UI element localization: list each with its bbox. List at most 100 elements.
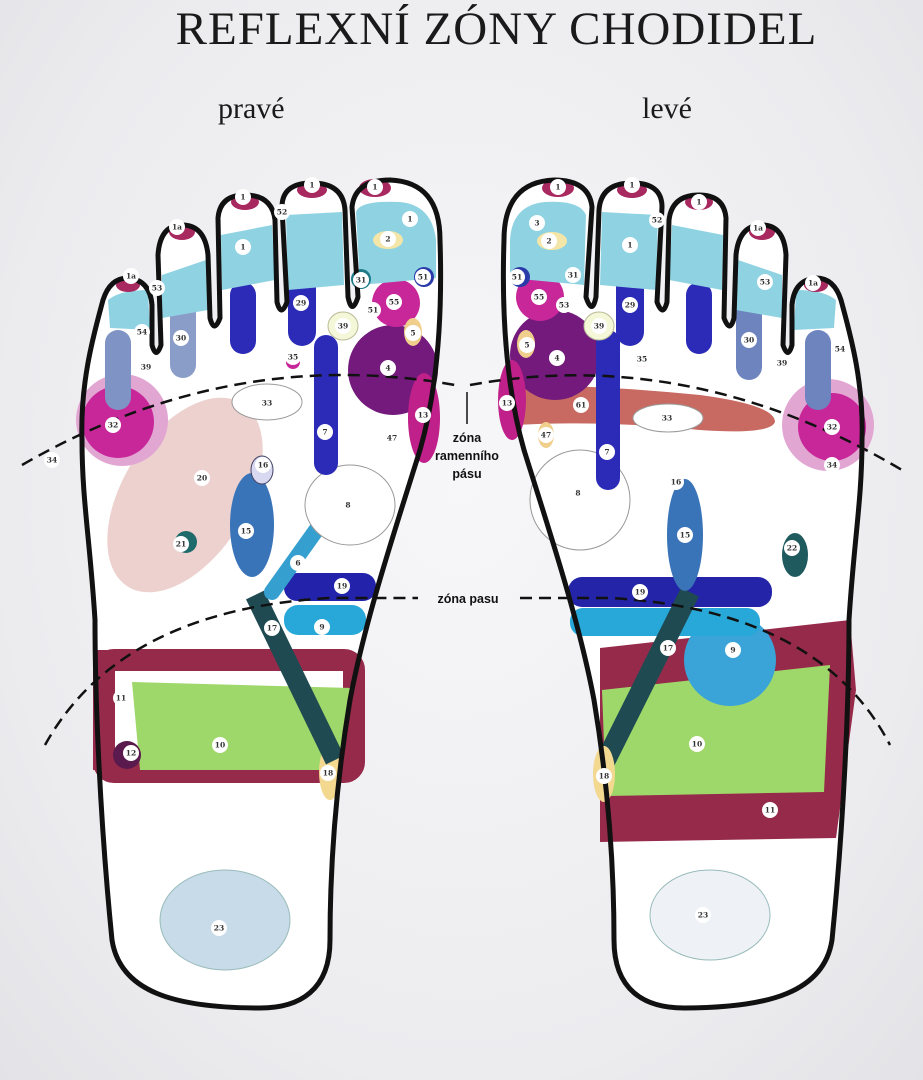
zone-label: 35: [634, 351, 650, 367]
zone-toe5: [794, 290, 836, 330]
zone-label-marker: [622, 237, 638, 253]
zone-label-marker: [549, 350, 565, 366]
zone-number: 30: [744, 336, 754, 345]
zone-label: 35: [285, 349, 301, 365]
zone-label-marker: [113, 690, 129, 706]
zone-label: 23: [695, 907, 711, 923]
zone-number: 29: [625, 301, 635, 310]
zone-label-marker: [317, 424, 333, 440]
zone-label: 17: [660, 640, 676, 656]
zone-label: 32: [105, 417, 121, 433]
zone-label-marker: [353, 272, 369, 288]
zone-label: 16: [255, 457, 271, 473]
zone-17: [596, 587, 699, 767]
zone-label: 54: [832, 341, 848, 357]
zone-number: 20: [197, 474, 207, 483]
zone-number: 22: [787, 544, 797, 553]
zone-number: 1: [627, 241, 632, 250]
zone-number: 19: [337, 582, 347, 591]
shoulder-zone-line-left: [469, 374, 903, 472]
zone-label: 5: [405, 325, 421, 341]
zone-label: 1: [550, 179, 566, 195]
zone-label: 4: [380, 360, 396, 376]
zone-label: 47: [384, 430, 400, 446]
waist-zone-line-left: [520, 596, 892, 746]
zone-label: 52: [649, 212, 665, 228]
zone-number: 7: [604, 448, 609, 457]
zone-number: 1: [372, 183, 377, 192]
zone-number: 55: [389, 298, 399, 307]
zone-19: [284, 573, 376, 601]
zone-number: 17: [663, 644, 673, 653]
zone-label-marker: [415, 407, 431, 423]
zone-number: 1: [309, 181, 314, 190]
zone-label: 1a: [805, 275, 821, 291]
zone-label: 1: [367, 179, 383, 195]
zone-label: 11: [762, 802, 778, 818]
zone-number: 1: [696, 198, 701, 207]
shoulder-zone-label-3: pásu: [452, 467, 481, 481]
zone-number: 5: [524, 341, 529, 350]
zone-label: 31: [565, 267, 581, 283]
zone-number: 2: [385, 235, 390, 244]
zone-label-marker: [622, 297, 638, 313]
zone-label: 30: [741, 332, 757, 348]
zone-label: 1: [235, 239, 251, 255]
zone-label-marker: [677, 527, 693, 543]
zone-number: 30: [176, 334, 186, 343]
zone-label-marker: [784, 540, 800, 556]
zone-number: 31: [356, 276, 366, 285]
zone-number: 15: [241, 527, 251, 536]
zone-label: 53: [556, 297, 572, 313]
zone-label-marker: [695, 907, 711, 923]
zone-label-marker: [509, 269, 525, 285]
zone-number: 32: [108, 421, 118, 430]
zone-label-marker: [320, 765, 336, 781]
zone-toe5: [108, 290, 150, 330]
zone-54-area: [105, 330, 131, 410]
zone-label: 17: [264, 620, 280, 636]
zone-label-marker: [211, 920, 227, 936]
zone-label: 9: [314, 619, 330, 635]
zone-15: [230, 473, 274, 577]
zone-number: 47: [541, 431, 551, 440]
zone-label-marker: [235, 239, 251, 255]
zone-label: 1a: [750, 220, 766, 236]
zone-label-marker: [380, 231, 396, 247]
zone-label: 1a: [169, 219, 185, 235]
zone-label: 39: [138, 359, 154, 375]
zone-toe3: [669, 225, 723, 290]
zone-number: 16: [258, 461, 268, 470]
zone-label-marker: [659, 410, 675, 426]
zone-number: 34: [827, 461, 837, 470]
zone-number: 18: [323, 769, 333, 778]
zone-label-marker: [293, 295, 309, 311]
zone-number: 1a: [753, 224, 763, 233]
zone-label-marker: [365, 302, 381, 318]
zone-label-marker: [824, 457, 840, 473]
zone-10: [602, 665, 830, 796]
zone-number: 51: [418, 273, 428, 282]
zone-label: 21: [173, 536, 189, 552]
zone-number: 1a: [126, 272, 136, 281]
zone-label-marker: [565, 267, 581, 283]
zone-label-marker: [415, 269, 431, 285]
zone-label-marker: [632, 584, 648, 600]
zone-label-marker: [531, 289, 547, 305]
zone-label: 18: [596, 768, 612, 784]
zone-label: 55: [386, 294, 402, 310]
zone-label-marker: [235, 189, 251, 205]
zone-label-marker: [519, 337, 535, 353]
zone-number: 34: [47, 456, 57, 465]
zone-label: 53: [757, 274, 773, 290]
zone-label-marker: [774, 355, 790, 371]
zone-label: 34: [44, 452, 60, 468]
zone-label: 1: [235, 189, 251, 205]
zone-label: 16: [668, 474, 684, 490]
zone-label-marker: [550, 179, 566, 195]
zone-number: 1: [555, 183, 560, 192]
zone-number: 51: [368, 306, 378, 315]
